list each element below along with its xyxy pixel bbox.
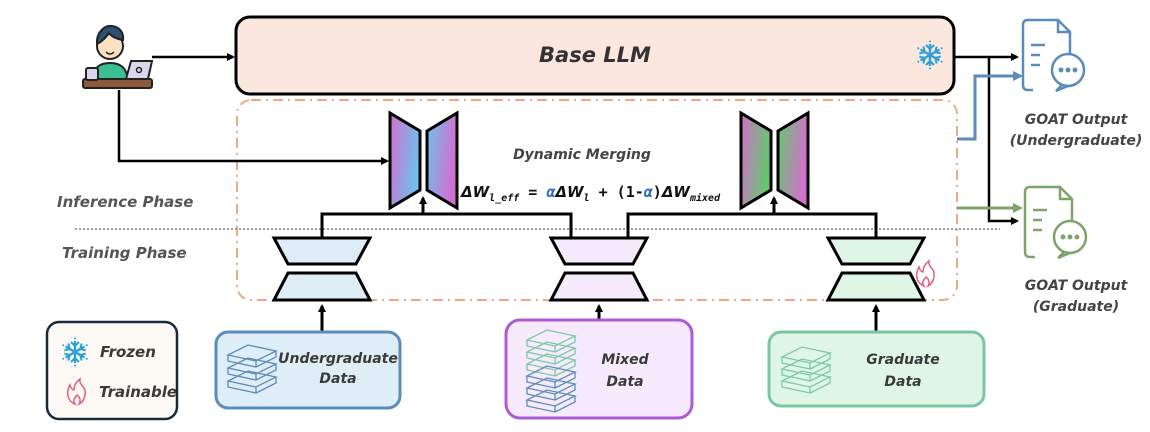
legend-frozen-label: Frozen — [100, 343, 156, 361]
formula-term1: ΔW — [555, 183, 584, 201]
data-label-undergraduate: Undergraduate Data — [278, 349, 398, 389]
dynamic-merging-label: Dynamic Merging — [513, 147, 651, 163]
formula-alpha: α — [546, 183, 556, 201]
snowflake-arm — [70, 337, 80, 352]
output-subtitle: (Graduate) — [1032, 299, 1120, 315]
output-undergraduate-label: GOAT Output (Undergraduate) — [1010, 110, 1143, 152]
snowflake-icon — [62, 337, 88, 367]
flame-icon — [915, 259, 935, 288]
output-title: GOAT Output — [1024, 112, 1128, 128]
adapter-up-projection — [548, 271, 650, 302]
snowflake-icon — [917, 40, 943, 70]
formula-term1-sub: l — [583, 193, 590, 204]
snowflake-arm — [917, 46, 931, 57]
adapter-graduate — [825, 236, 927, 302]
data-box-mixed[interactable] — [504, 318, 694, 420]
formula-alpha: α — [643, 183, 653, 201]
training-phase-label: Training Phase — [62, 244, 187, 262]
snowflake-arm — [74, 350, 88, 361]
adapter-down-projection — [271, 236, 373, 266]
merged-lora-undergraduate — [388, 110, 459, 211]
snowflake-arm — [925, 55, 935, 70]
snowflake-arm — [74, 343, 88, 354]
adapter-up-projection — [271, 271, 373, 302]
base-llm-label: Base LLM — [539, 43, 651, 67]
snowflake-arm — [70, 352, 80, 367]
connector-undergrad-to-merge — [320, 212, 573, 237]
formula-term2: ΔW — [661, 183, 690, 201]
adapter-undergraduate — [271, 236, 373, 302]
data-box-undergraduate[interactable] — [214, 330, 402, 410]
flame-icon — [66, 377, 86, 406]
formula-eq: = — [519, 183, 547, 201]
snowflake-arm — [62, 350, 76, 361]
inference-phase-label: Inference Phase — [57, 193, 194, 211]
user-to-lora-arrow — [117, 90, 389, 165]
snowflake-arm — [925, 40, 935, 55]
formula-lhs-sub: l_eff — [489, 193, 520, 204]
legend-trainable-label: Trainable — [99, 383, 178, 401]
snowflake-arm — [62, 343, 76, 354]
snowflake-arm — [929, 46, 943, 57]
data-title: Mixed — [601, 352, 649, 368]
data-box-graduate[interactable] — [767, 330, 986, 408]
data-title: Undergraduate — [278, 351, 398, 367]
adapter-down-projection — [825, 236, 927, 266]
connector-grad-to-merge — [626, 212, 878, 237]
data-subtitle: Data — [884, 374, 922, 390]
merged-lora-graduate — [739, 110, 810, 211]
document-chat-icon — [1023, 185, 1088, 260]
books-icon — [780, 346, 832, 394]
output-title: GOAT Output — [1024, 278, 1128, 294]
output-subtitle: (Undergraduate) — [1009, 133, 1143, 149]
adapter-up-projection — [825, 271, 927, 302]
data-title: Graduate — [866, 352, 940, 368]
output-graduate-label: GOAT Output (Graduate) — [1025, 276, 1128, 318]
formula-close: ) — [652, 183, 662, 201]
snowflake-arm — [929, 53, 943, 64]
books-icon — [226, 344, 278, 394]
legend-box — [45, 320, 179, 421]
merging-formula: ΔWl_eff = αΔWl + (1-α)ΔWmixed — [461, 183, 720, 204]
formula-term2-sub: mixed — [689, 193, 721, 204]
undergrad-output-arrow — [957, 71, 1023, 141]
data-label-mixed: Mixed Data — [601, 349, 648, 393]
data-subtitle: Data — [606, 374, 644, 390]
llm-output-branch — [987, 57, 1019, 225]
snowflake-arm — [917, 53, 931, 64]
adapter-down-projection — [548, 236, 650, 266]
formula-lhs: ΔW — [461, 183, 490, 201]
books-icon — [525, 329, 577, 413]
document-chat-icon — [1021, 18, 1086, 93]
adapter-mixed — [548, 236, 650, 302]
user-at-laptop-icon — [82, 24, 154, 89]
data-subtitle: Data — [319, 371, 357, 387]
adapter-region — [236, 99, 958, 301]
formula-plus: + (1- — [589, 183, 644, 201]
data-label-graduate: Graduate Data — [866, 349, 939, 393]
base-llm-box[interactable] — [234, 15, 956, 96]
